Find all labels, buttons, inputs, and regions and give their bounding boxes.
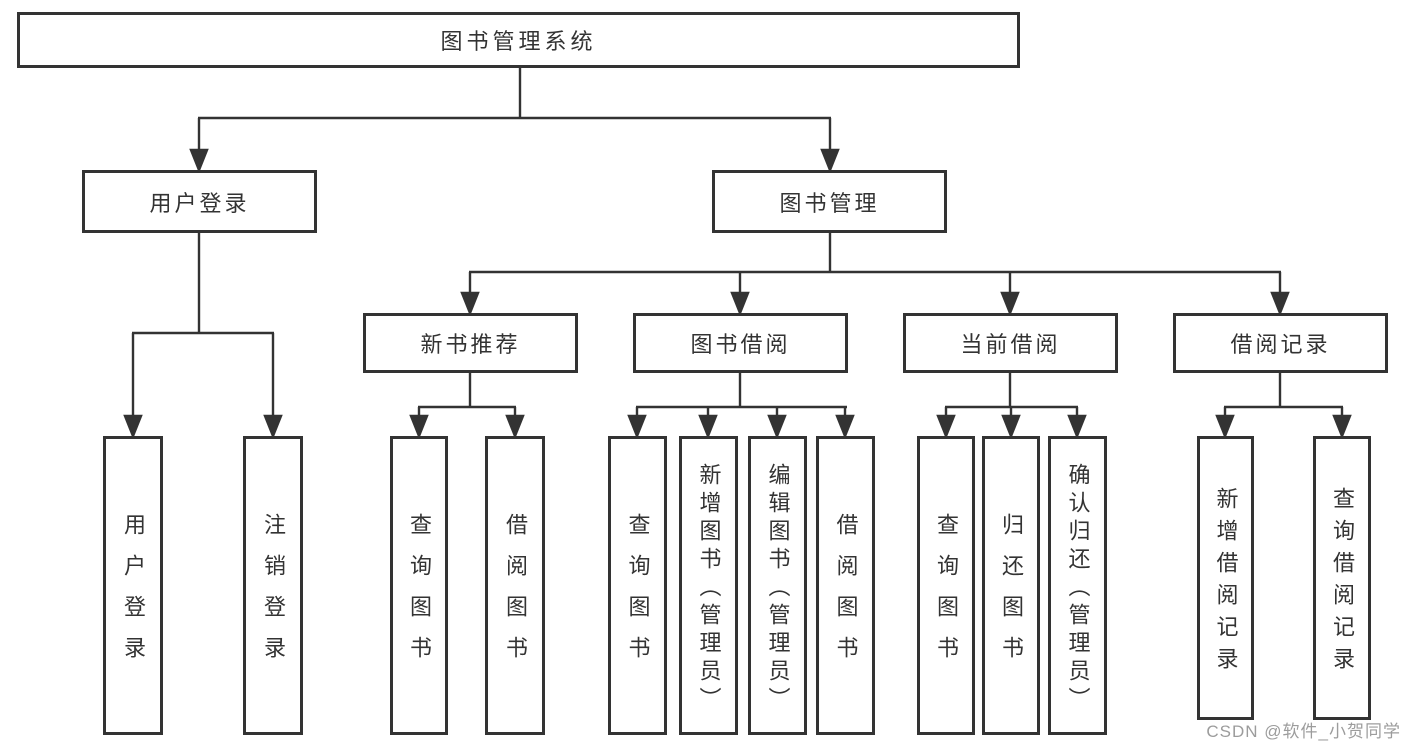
arrow-down-icon: [1215, 414, 1235, 440]
connector-book-management-to-level3: [460, 233, 1290, 317]
node-label: 归还图书: [999, 513, 1024, 677]
arrow-down-icon: [409, 414, 429, 440]
leaf-add-borrow-record: 新增借阅记录: [1197, 436, 1254, 720]
arrow-down-icon: [627, 414, 647, 440]
arrow-down-icon: [698, 414, 718, 440]
node-label: 借阅记录: [1230, 332, 1331, 357]
node-new-book-recommend: 新书推荐: [363, 313, 578, 373]
arrow-down-icon: [189, 148, 209, 174]
node-label: 查询图书: [407, 513, 432, 677]
node-label: 新增借阅记录: [1213, 487, 1239, 679]
node-label: 注销登录: [261, 513, 286, 677]
connector-new-book-to-leaves: [409, 373, 525, 440]
node-label: 查询图书: [625, 513, 651, 677]
leaf-query-books-borrow: 查询图书: [608, 436, 667, 735]
leaf-edit-books-admin: 编辑图书（管理员）: [748, 436, 807, 735]
leaf-logout: 注销登录: [243, 436, 303, 735]
connector-book-borrow-to-leaves: [627, 373, 855, 440]
node-label: 用户登录: [121, 513, 146, 677]
node-label: 图书管理: [779, 190, 880, 216]
arrow-down-icon: [263, 414, 283, 440]
connector-root-to-level2: [189, 68, 840, 174]
arrow-down-icon: [1001, 414, 1021, 440]
node-label: 新增图书（管理员）: [696, 462, 722, 715]
arrow-down-icon: [820, 148, 840, 174]
leaf-query-borrow-record: 查询借阅记录: [1313, 436, 1371, 720]
node-label: 查询借阅记录: [1330, 487, 1355, 679]
node-label: 当前借阅: [960, 332, 1061, 357]
node-book-management: 图书管理: [712, 170, 947, 233]
node-user-login: 用户登录: [82, 170, 317, 233]
arrow-down-icon: [730, 291, 750, 317]
node-label: 图书管理系统: [440, 29, 597, 54]
arrow-down-icon: [1000, 291, 1020, 317]
node-borrow-record: 借阅记录: [1173, 313, 1388, 373]
node-current-borrow: 当前借阅: [903, 313, 1118, 373]
connector-user-login-to-leaves: [123, 233, 283, 440]
arrow-down-icon: [460, 291, 480, 317]
connector-current-borrow-to-leaves: [936, 373, 1087, 440]
leaf-query-books-recommend: 查询图书: [390, 436, 448, 735]
arrow-down-icon: [767, 414, 787, 440]
node-label: 新书推荐: [420, 332, 521, 357]
connector-borrow-record-to-leaves: [1215, 373, 1352, 440]
leaf-confirm-return-admin: 确认归还（管理员）: [1048, 436, 1107, 735]
arrow-down-icon: [123, 414, 143, 440]
leaf-borrow-books-recommend: 借阅图书: [485, 436, 545, 735]
node-label: 用户登录: [149, 190, 250, 216]
csdn-watermark: CSDN @软件_小贺同学: [1206, 722, 1401, 741]
node-label: 借阅图书: [833, 513, 859, 677]
leaf-user-login: 用户登录: [103, 436, 163, 735]
arrow-down-icon: [1332, 414, 1352, 440]
node-book-borrow: 图书借阅: [633, 313, 848, 373]
arrow-down-icon: [936, 414, 956, 440]
leaf-borrow-books: 借阅图书: [816, 436, 875, 735]
arrow-down-icon: [1067, 414, 1087, 440]
leaf-return-books: 归还图书: [982, 436, 1040, 735]
node-label: 图书借阅: [690, 332, 791, 357]
node-label: 确认归还（管理员）: [1065, 462, 1091, 715]
leaf-add-books-admin: 新增图书（管理员）: [679, 436, 738, 735]
arrow-down-icon: [505, 414, 525, 440]
arrow-down-icon: [1270, 291, 1290, 317]
node-label: 编辑图书（管理员）: [765, 462, 791, 715]
leaf-query-books-current: 查询图书: [917, 436, 975, 735]
arrow-down-icon: [835, 414, 855, 440]
node-system-root: 图书管理系统: [17, 12, 1020, 68]
node-label: 借阅图书: [503, 513, 528, 677]
node-label: 查询图书: [934, 513, 959, 677]
